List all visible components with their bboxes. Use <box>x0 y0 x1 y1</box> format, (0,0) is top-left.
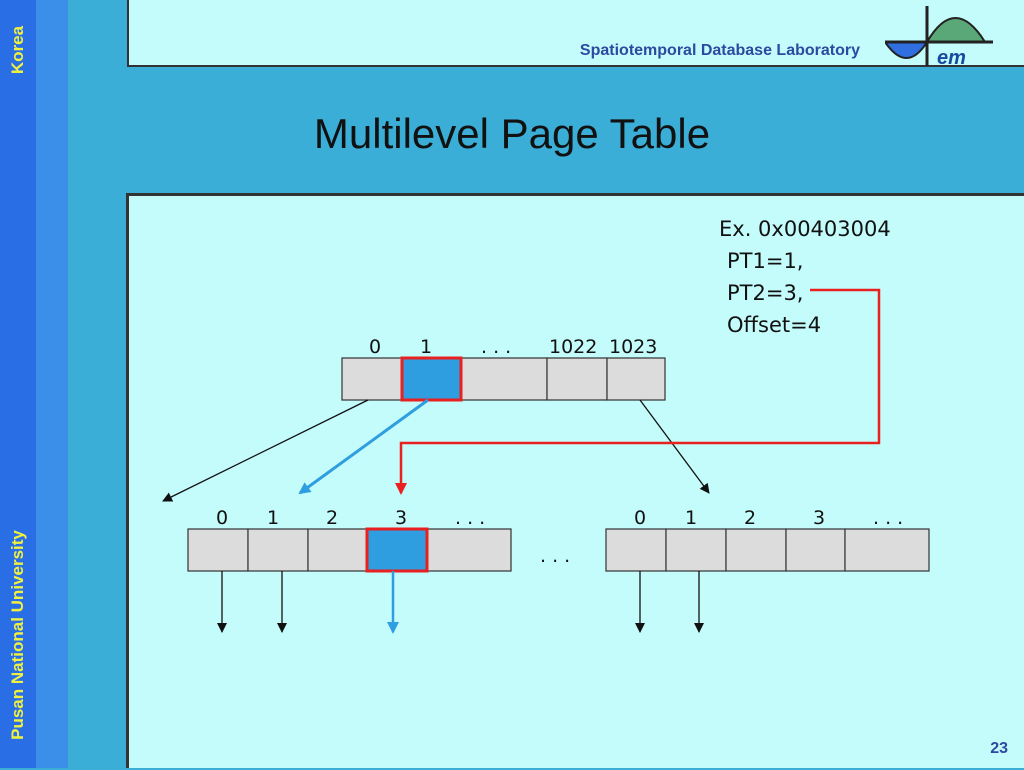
top-cell-1023 <box>606 357 666 401</box>
example-offset: Offset=4 <box>727 313 822 337</box>
top-index-ellipsis: . . . <box>481 336 512 358</box>
left-cell-2 <box>307 528 368 572</box>
left-cell-0 <box>187 528 249 572</box>
right-cell-1 <box>665 528 727 572</box>
top-index-1: 1 <box>420 336 433 358</box>
right-cell-4 <box>844 528 930 572</box>
header-panel: Spatiotemporal Database Laboratory <box>127 0 1024 67</box>
example-pt2: PT2=3, <box>727 281 804 305</box>
left-index-0: 0 <box>216 507 229 529</box>
top-index-1022: 1022 <box>549 336 598 358</box>
left-index-ellipsis: . . . <box>455 507 486 529</box>
example-address-breakdown: Ex. 0x00403004 PT1=1, PT2=3, Offset=4 <box>719 213 891 341</box>
right-index-3: 3 <box>813 507 826 529</box>
logo-text: em <box>937 47 966 68</box>
left-index-2: 2 <box>326 507 339 529</box>
example-pt1: PT1=1, <box>727 249 804 273</box>
top-index-1023: 1023 <box>609 336 658 358</box>
arrow-top-to-right-table <box>639 399 710 494</box>
left-sidebar-stripe <box>36 0 68 768</box>
example-address: Ex. 0x00403004 <box>719 217 891 241</box>
top-cell-0 <box>341 357 403 401</box>
left-index-3: 3 <box>395 507 408 529</box>
right-index-ellipsis: . . . <box>873 507 904 529</box>
lab-name: Spatiotemporal Database Laboratory <box>579 42 860 59</box>
left-index-1: 1 <box>267 507 280 529</box>
right-second-level-table <box>605 528 930 572</box>
right-index-2: 2 <box>744 507 757 529</box>
page-number: 23 <box>990 740 1008 757</box>
pt2-connector <box>395 288 881 495</box>
left-cell-3-highlighted <box>365 527 429 573</box>
top-cell-2 <box>460 357 548 401</box>
right-cell-0 <box>605 528 667 572</box>
left-cell-1 <box>247 528 309 572</box>
left-second-level-table <box>187 527 512 573</box>
top-level-table <box>341 356 666 402</box>
right-cell-2 <box>725 528 787 572</box>
top-cell-1-highlighted <box>400 356 463 402</box>
arrow-top-pt1-to-left-table <box>298 398 429 495</box>
top-cell-1022 <box>546 357 608 401</box>
top-index-0: 0 <box>369 336 382 358</box>
arrow-top-to-left-offpage <box>162 399 369 502</box>
slide-title: Multilevel Page Table <box>313 110 711 157</box>
right-cell-3 <box>785 528 846 572</box>
right-index-0: 0 <box>634 507 647 529</box>
middle-ellipsis: . . . <box>540 545 571 567</box>
lab-logo-icon: em <box>885 6 993 68</box>
left-sidebar <box>0 0 36 768</box>
right-index-1: 1 <box>685 507 698 529</box>
left-cell-4 <box>426 528 512 572</box>
